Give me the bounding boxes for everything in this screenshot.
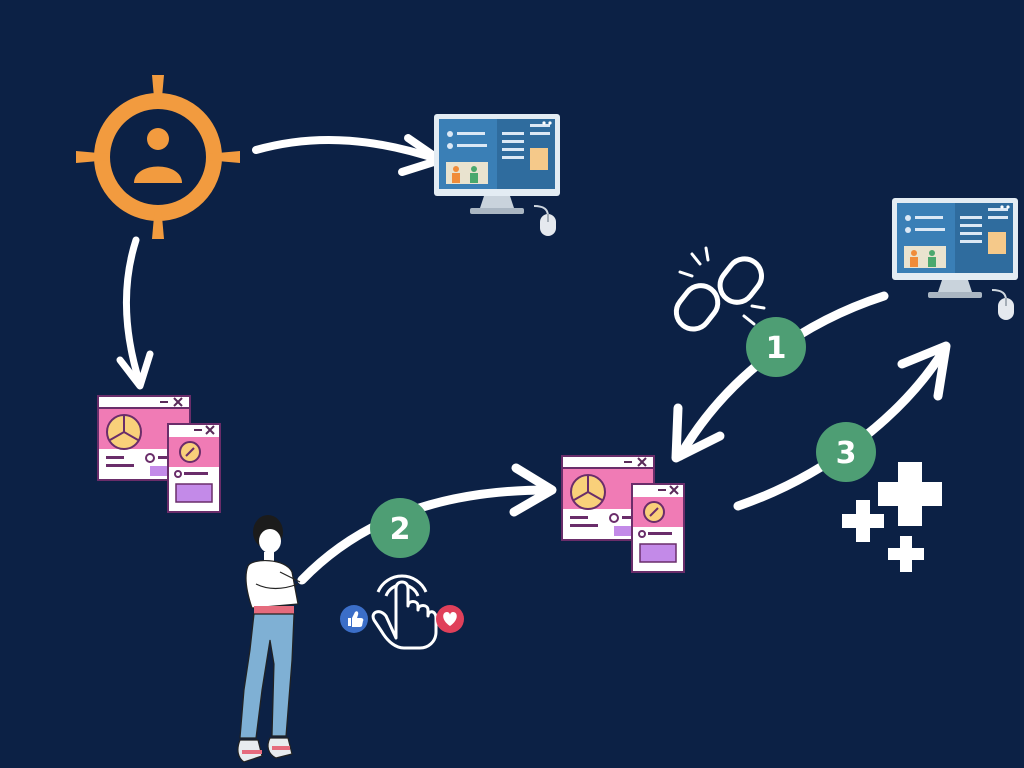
person-illustration	[237, 515, 301, 763]
arrow-target-to-monitor	[252, 136, 444, 164]
heart-icon	[436, 605, 464, 633]
desktop-monitor-icon	[433, 113, 561, 237]
step-number: 1	[766, 331, 787, 366]
tap-gesture-icon	[371, 574, 438, 650]
step-badge-2: 2	[370, 498, 430, 558]
browser-window-stack-icon	[561, 455, 685, 573]
broken-link-icon	[673, 246, 766, 332]
arrow-target-to-windows	[123, 236, 144, 388]
plus-signs-icon	[842, 462, 942, 572]
browser-window-stack-icon	[97, 395, 221, 513]
step-badge-1: 1	[746, 317, 806, 377]
step-number: 3	[836, 436, 857, 471]
thumbs-up-icon	[340, 605, 368, 633]
desktop-monitor-icon	[891, 197, 1019, 321]
target-user-icon	[76, 75, 240, 239]
step-number: 2	[390, 512, 411, 547]
step-badge-3: 3	[816, 422, 876, 482]
